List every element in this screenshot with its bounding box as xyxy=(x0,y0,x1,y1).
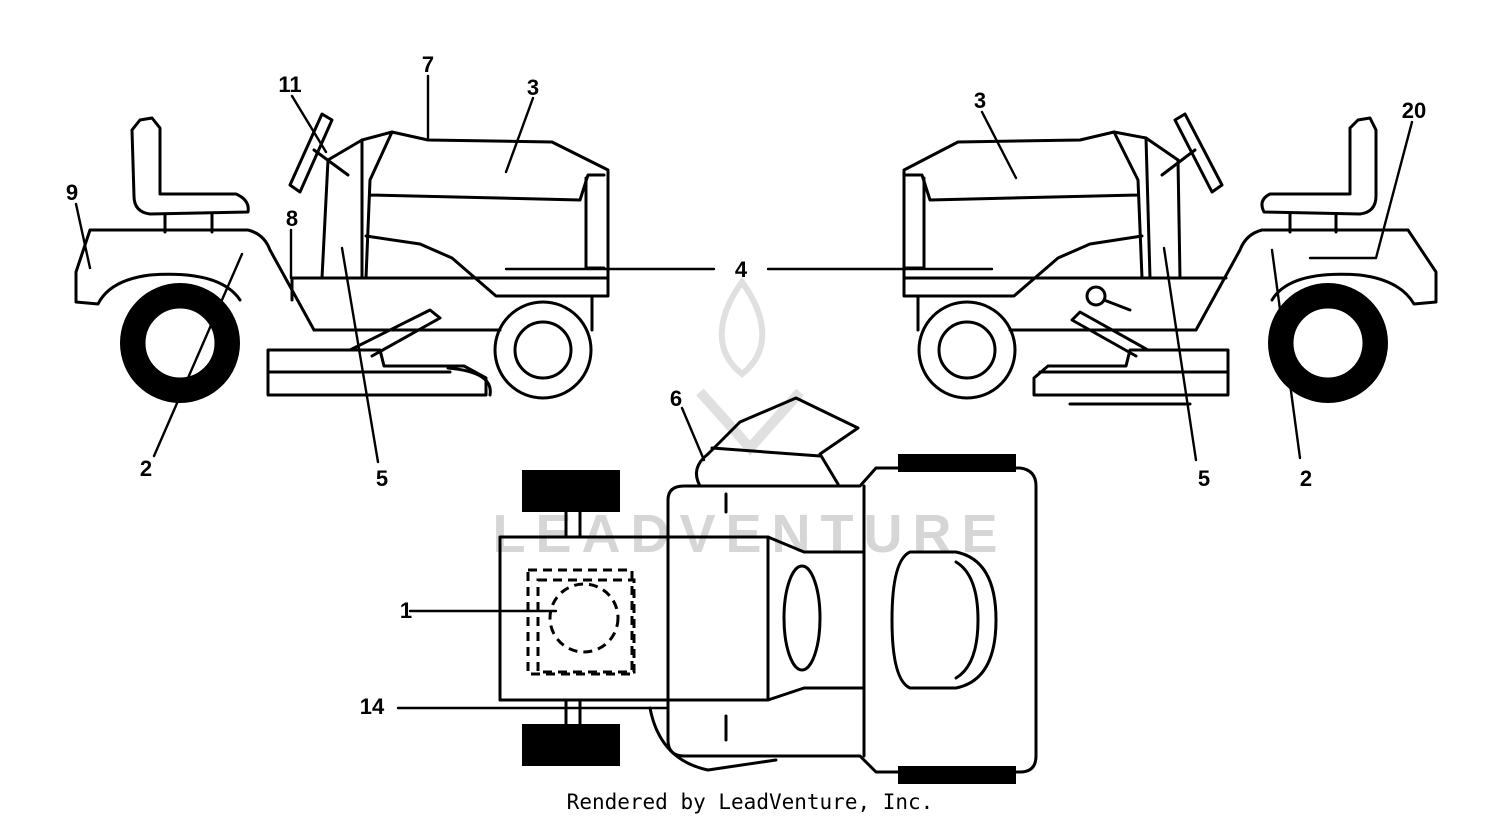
callout-7: 7 xyxy=(422,52,434,77)
leader-lines xyxy=(74,74,1414,710)
rear-fender-right xyxy=(1158,228,1438,332)
callout-6: 6 xyxy=(670,386,682,411)
watermark-text: LEADVENTURE xyxy=(492,504,1007,564)
callout-9: 9 xyxy=(66,180,78,205)
rear-fender-left xyxy=(74,228,350,332)
callout-5-left: 5 xyxy=(376,466,388,491)
callout-5-right: 5 xyxy=(1198,466,1210,491)
hood-left xyxy=(364,130,606,298)
callout-2-right: 2 xyxy=(1300,466,1312,491)
front-tire-top-lower xyxy=(522,724,620,766)
callout-3-right: 3 xyxy=(974,88,986,113)
steering-wheel-right xyxy=(1173,112,1224,194)
steering-wheel-left xyxy=(288,112,334,194)
discharge-chute xyxy=(706,396,860,486)
hood-right xyxy=(904,130,1144,298)
left-side-view xyxy=(74,112,610,403)
hood-top xyxy=(498,535,770,702)
seat-right xyxy=(1260,116,1378,216)
callout-labels: 7 3 11 8 9 2 5 4 3 20 2 5 6 1 14 xyxy=(66,52,1426,719)
callout-2-left: 2 xyxy=(140,456,152,481)
callout-8: 8 xyxy=(286,206,298,231)
callout-4: 4 xyxy=(735,257,748,282)
footer-credit: Rendered by LeadVenture, Inc. xyxy=(566,790,934,814)
callout-20: 20 xyxy=(1402,98,1426,123)
top-view xyxy=(498,396,1038,784)
callout-11: 11 xyxy=(278,72,301,97)
callout-1: 1 xyxy=(400,598,412,623)
front-tire-top-upper xyxy=(522,470,620,512)
callout-14: 14 xyxy=(360,694,385,719)
seat-top xyxy=(890,550,998,690)
callout-3-left: 3 xyxy=(527,75,539,100)
leadventure-watermark: LEADVENTURE xyxy=(492,276,1007,564)
seat-left xyxy=(130,116,250,216)
right-side-view xyxy=(902,112,1438,406)
